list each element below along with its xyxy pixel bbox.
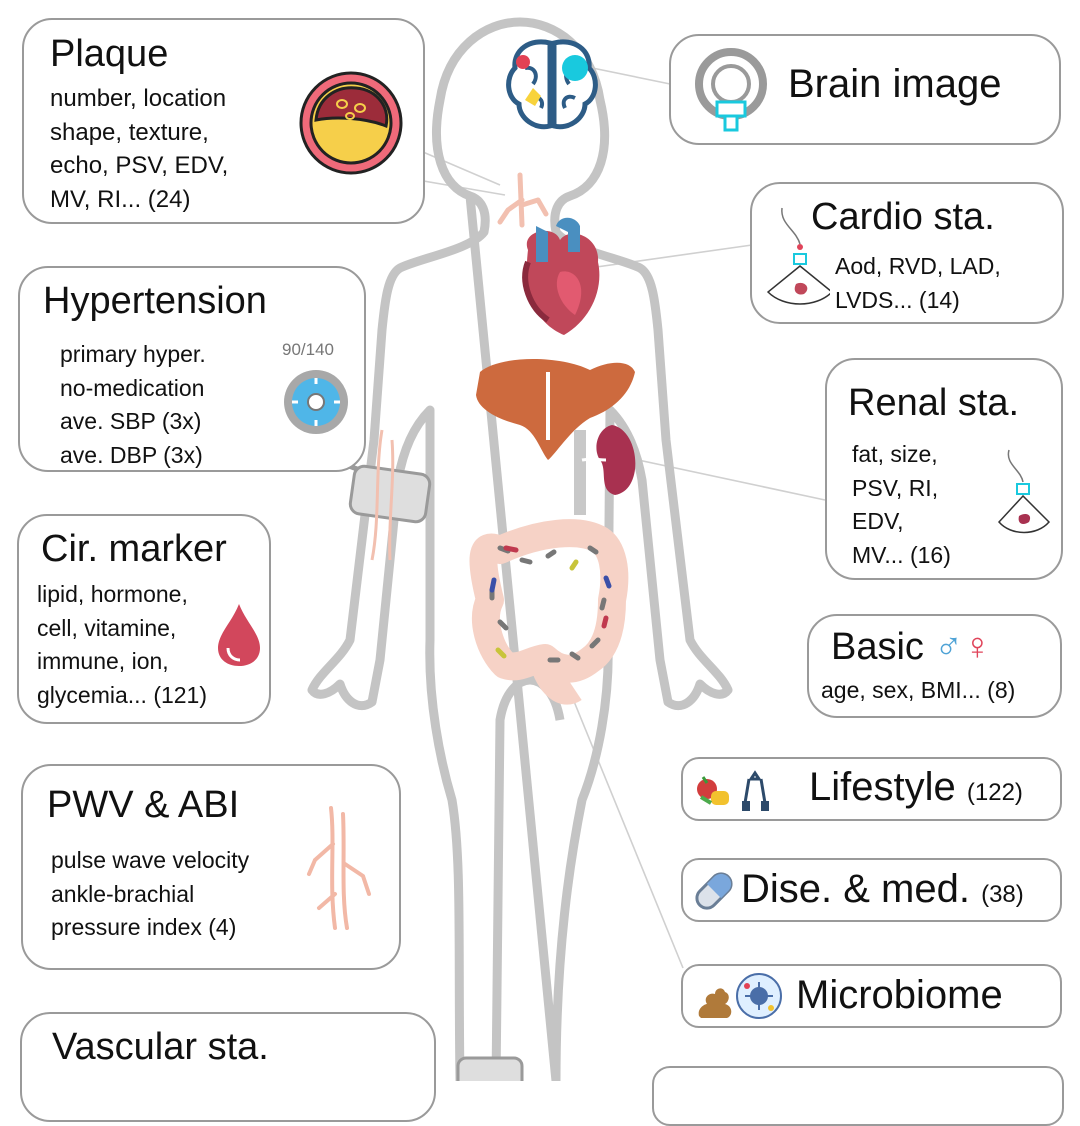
renal-lines: fat, size, PSV, RI, EDV, MV... (16) bbox=[852, 438, 951, 572]
pill-icon bbox=[695, 872, 733, 910]
disease-med-count: (38) bbox=[981, 881, 1024, 908]
pwv-abi-line: pulse wave velocity bbox=[51, 847, 250, 873]
cardio-lines: Aod, RVD, LAD, LVDS... (14) bbox=[835, 250, 1001, 317]
cir-marker-panel: Cir. marker lipid, hormone, cell, vitami… bbox=[17, 514, 271, 724]
hypertension-line: ave. DBP (3x) bbox=[60, 441, 203, 468]
liver-icon bbox=[476, 358, 635, 460]
vascular-panel: Vascular sta. bbox=[20, 1012, 436, 1122]
cardio-panel: Cardio sta. Aod, RVD, LAD, LVDS... (14) bbox=[750, 182, 1064, 324]
neck-vessel-icon bbox=[497, 172, 549, 228]
food-exercise-icon bbox=[697, 770, 769, 811]
blood-drop-icon bbox=[218, 604, 260, 666]
ultrasound-kidney-icon bbox=[997, 449, 1051, 534]
renal-panel: Renal sta. fat, size, PSV, RI, EDV, MV..… bbox=[825, 358, 1063, 580]
human-body-illustration bbox=[295, 17, 826, 1081]
renal-title: Renal sta. bbox=[848, 382, 1020, 424]
bp-reading: 90/140 bbox=[282, 340, 334, 359]
hypertension-panel: Hypertension primary hyper. no-medicatio… bbox=[18, 266, 366, 472]
lifestyle-count: (122) bbox=[966, 779, 1023, 806]
cutoff-panel bbox=[652, 1066, 1064, 1126]
plaque-line: shape, texture, bbox=[50, 118, 209, 146]
cir-marker-line: glycemia... (121) bbox=[37, 681, 208, 708]
cir-marker-line: lipid, hormone, bbox=[37, 581, 188, 607]
hypertension-title: Hypertension bbox=[43, 280, 267, 322]
microbiome-title: Microbiome bbox=[796, 973, 1003, 1017]
pwv-abi-lines: pulse wave velocity ankle-brachial press… bbox=[51, 844, 249, 945]
hypertension-lines: primary hyper. no-medication ave. SBP (3… bbox=[60, 338, 206, 472]
lifestyle-title: Lifestyle (122) bbox=[809, 765, 1023, 810]
intestine-icon bbox=[469, 519, 629, 705]
pwv-abi-line: pressure index (4) bbox=[51, 914, 237, 940]
renal-line: PSV, RI, bbox=[852, 474, 939, 501]
microbiome-panel: Microbiome bbox=[681, 964, 1062, 1028]
cir-marker-title: Cir. marker bbox=[41, 528, 227, 570]
cardio-title: Cardio sta. bbox=[811, 196, 995, 238]
hypertension-line: ave. SBP (3x) bbox=[60, 408, 202, 434]
ultrasound-heart-icon bbox=[766, 207, 830, 305]
plaque-line: number, location bbox=[50, 85, 227, 112]
vessel-icon bbox=[307, 806, 371, 930]
blood-pressure-cuff-icon bbox=[284, 370, 348, 434]
lifestyle-label: Lifestyle bbox=[809, 765, 956, 809]
basic-title: Basic bbox=[831, 626, 924, 668]
pwv-abi-line: ankle-brachial bbox=[51, 880, 195, 907]
ankle-cuff-icon bbox=[456, 1056, 524, 1081]
body-outline bbox=[307, 17, 733, 1081]
renal-line: EDV, bbox=[852, 508, 904, 534]
hypertension-line: no-medication bbox=[60, 374, 205, 401]
plaque-panel: Plaque number, location shape, texture, … bbox=[22, 18, 425, 224]
disease-med-panel: Dise. & med. (38) bbox=[681, 858, 1062, 922]
pwv-abi-panel: PWV & ABI pulse wave velocity ankle-brac… bbox=[21, 764, 401, 970]
plaque-line: MV, RI... (24) bbox=[50, 185, 191, 213]
heart-icon bbox=[522, 217, 600, 335]
cardio-line: LVDS... (14) bbox=[835, 286, 960, 313]
disease-med-label: Dise. & med. bbox=[741, 867, 970, 911]
renal-line: fat, size, bbox=[852, 441, 938, 467]
disease-med-title: Dise. & med. (38) bbox=[741, 867, 1024, 912]
cir-marker-lines: lipid, hormone, cell, vitamine, immune, … bbox=[37, 578, 207, 712]
male-symbol-icon: ♂ bbox=[934, 626, 963, 668]
basic-line: age, sex, BMI... (8) bbox=[821, 677, 1016, 703]
mri-scanner-icon bbox=[695, 48, 767, 132]
brain-image-title: Brain image bbox=[788, 62, 1002, 106]
basic-title-row: Basic ♂♀ bbox=[831, 626, 991, 669]
stool-bacteria-icon bbox=[698, 973, 782, 1019]
hypertension-line: primary hyper. bbox=[60, 341, 206, 367]
basic-panel: Basic ♂♀ age, sex, BMI... (8) bbox=[807, 614, 1062, 718]
kidney-icon bbox=[574, 425, 636, 515]
cardio-line: Aod, RVD, LAD, bbox=[835, 253, 1001, 279]
plaque-line: echo, PSV, EDV, bbox=[50, 152, 229, 179]
female-symbol-icon: ♀ bbox=[962, 626, 992, 668]
vascular-title: Vascular sta. bbox=[52, 1026, 269, 1068]
brain-icon bbox=[506, 39, 598, 130]
renal-line: MV... (16) bbox=[852, 541, 951, 568]
cir-marker-line: immune, ion, bbox=[37, 648, 169, 674]
cir-marker-line: cell, vitamine, bbox=[37, 614, 177, 641]
brain-image-panel: Brain image bbox=[669, 34, 1061, 145]
plaque-title: Plaque bbox=[50, 33, 169, 75]
pwv-abi-title: PWV & ABI bbox=[47, 784, 240, 826]
lifestyle-panel: Lifestyle (122) bbox=[681, 757, 1062, 821]
plaque-lines: number, location shape, texture, echo, P… bbox=[50, 82, 228, 216]
artery-plaque-icon bbox=[299, 71, 403, 175]
